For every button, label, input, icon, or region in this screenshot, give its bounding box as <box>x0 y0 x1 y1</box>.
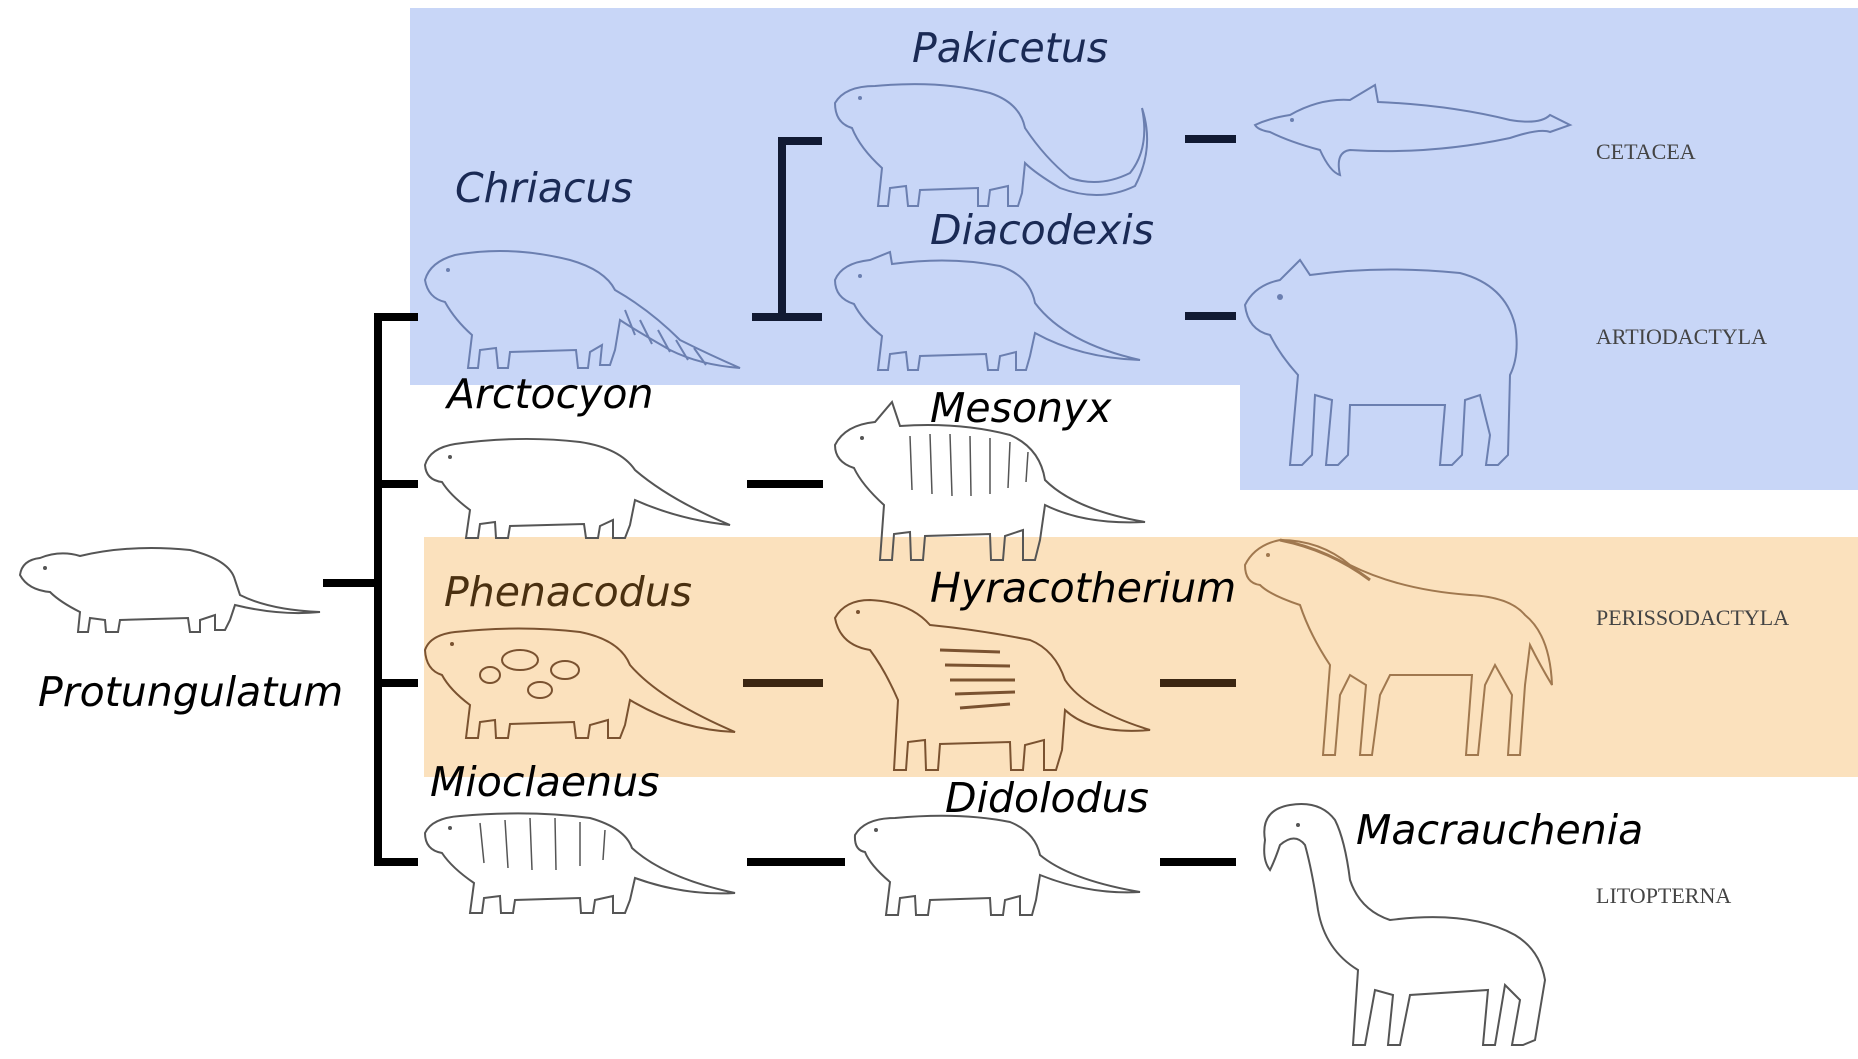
mioclaenus-illustration <box>420 808 740 918</box>
didolodus-illustration <box>850 810 1150 920</box>
label-diacodexis: Diacodexis <box>930 210 1154 251</box>
group-perissodactyla: PERISSODACTYLA <box>1596 607 1789 629</box>
pakicetus-illustration <box>830 78 1150 218</box>
label-pakicetus: Pakicetus <box>912 28 1108 69</box>
label-macrauchenia: Macrauchenia <box>1356 810 1643 851</box>
arctocyon-illustration <box>420 430 740 540</box>
protungulatum-illustration <box>10 520 330 640</box>
group-cetacea: CETACEA <box>1596 141 1696 163</box>
diacodexis-illustration <box>830 248 1150 378</box>
boar-illustration <box>1240 255 1560 470</box>
phenacodus-illustration <box>420 620 740 745</box>
label-mioclaenus: Mioclaenus <box>430 762 659 803</box>
dolphin-illustration <box>1250 80 1580 180</box>
group-artiodactyla: ARTIODACTYLA <box>1596 326 1767 348</box>
label-hyracotherium: Hyracotherium <box>930 568 1236 609</box>
label-didolodus: Didolodus <box>945 778 1149 819</box>
group-litopterna: LITOPTERNA <box>1596 885 1731 907</box>
label-chriacus: Chriacus <box>455 168 633 209</box>
label-phenacodus: Phenacodus <box>444 572 692 613</box>
label-mesonyx: Mesonyx <box>930 388 1112 429</box>
chriacus-illustration <box>420 240 740 380</box>
label-arctocyon: Arctocyon <box>447 374 653 415</box>
label-protungulatum: Protungulatum <box>38 672 343 713</box>
horse-illustration <box>1240 535 1560 760</box>
hyracotherium-illustration <box>830 590 1150 775</box>
